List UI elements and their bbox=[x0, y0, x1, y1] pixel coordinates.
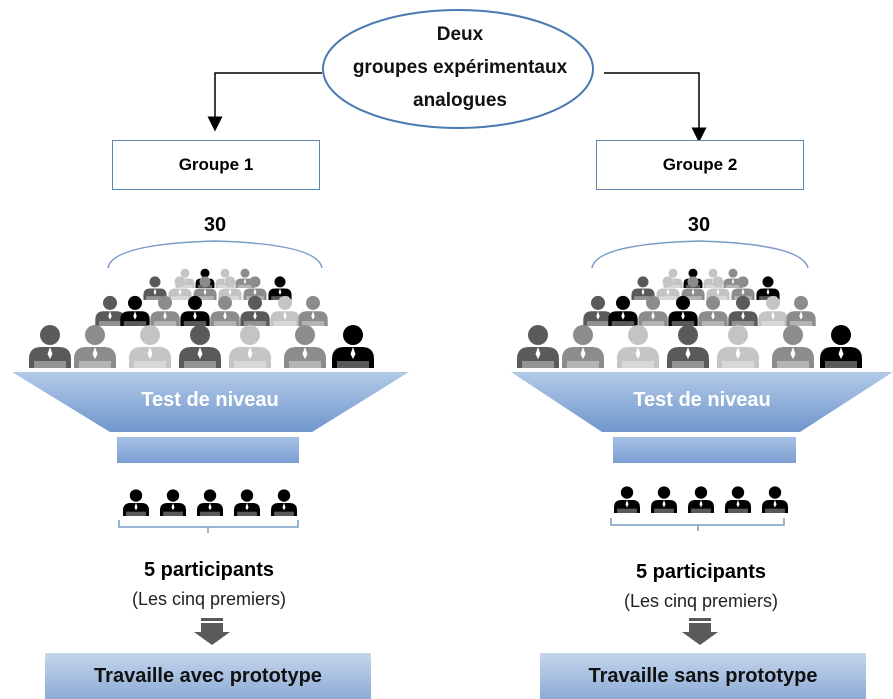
crowd-person-icon bbox=[608, 295, 638, 326]
crowd-person-icon bbox=[656, 276, 680, 300]
selected-person-icon bbox=[122, 489, 150, 516]
crowd-person-icon bbox=[74, 325, 116, 368]
group2-title: Groupe 2 bbox=[662, 155, 738, 174]
group1-participants: 5 participants bbox=[143, 559, 275, 581]
selected-person-icon bbox=[724, 486, 752, 513]
group1-funnel bbox=[12, 372, 409, 432]
crowd-person-icon bbox=[240, 295, 270, 326]
crowd-person-icon bbox=[29, 325, 71, 368]
group2-crowd bbox=[517, 268, 862, 368]
crowd-person-icon bbox=[786, 295, 816, 326]
group1-result-label: Travaille avec prototype bbox=[94, 664, 322, 687]
group1-down-arrow bbox=[194, 618, 230, 645]
center-ellipse-text: Deux groupes expérimentaux analogues bbox=[322, 18, 598, 117]
right-connector bbox=[604, 72, 707, 143]
crowd-person-icon bbox=[638, 295, 668, 326]
group2-down-arrow bbox=[682, 618, 718, 645]
group1-title: Groupe 1 bbox=[178, 155, 254, 174]
crowd-person-icon bbox=[229, 325, 271, 368]
crowd-person-icon bbox=[728, 295, 758, 326]
crowd-person-icon bbox=[180, 295, 210, 326]
crowd-person-icon bbox=[298, 295, 328, 326]
crowd-person-icon bbox=[143, 276, 167, 300]
crowd-person-icon bbox=[772, 325, 814, 368]
group2-brace bbox=[591, 240, 809, 269]
crowd-person-icon bbox=[332, 325, 374, 368]
group2-funnel bbox=[511, 372, 893, 432]
crowd-person-icon bbox=[268, 276, 292, 300]
crowd-person-icon bbox=[667, 325, 709, 368]
group1-participants-note: (Les cinq premiers) bbox=[131, 589, 287, 609]
crowd-person-icon bbox=[631, 276, 655, 300]
center-ellipse bbox=[322, 9, 594, 129]
group2-box: Groupe 2 bbox=[596, 140, 804, 190]
crowd-person-icon bbox=[583, 295, 613, 326]
group1-small-brace bbox=[118, 520, 299, 533]
crowd-person-icon bbox=[562, 325, 604, 368]
selected-person-icon bbox=[761, 486, 789, 513]
selected-person-icon bbox=[233, 489, 261, 516]
crowd-person-icon bbox=[284, 325, 326, 368]
crowd-person-icon bbox=[150, 295, 180, 326]
group1-brace bbox=[107, 240, 323, 269]
group2-selected bbox=[613, 486, 789, 513]
group2-result: Travaille sans prototype bbox=[540, 653, 866, 699]
crowd-person-icon bbox=[698, 295, 728, 326]
selected-person-icon bbox=[650, 486, 678, 513]
crowd-person-icon bbox=[270, 295, 300, 326]
group1-box: Groupe 1 bbox=[112, 140, 320, 190]
crowd-person-icon bbox=[668, 295, 698, 326]
crowd-person-icon bbox=[168, 276, 192, 300]
center-line-2: groupes expérimentaux bbox=[352, 57, 568, 78]
center-line-3: analogues bbox=[413, 90, 507, 111]
group2-participants-note: (Les cinq premiers) bbox=[623, 591, 779, 611]
group1-crowd bbox=[29, 268, 374, 368]
group2-count: 30 bbox=[687, 214, 711, 236]
crowd-person-icon bbox=[129, 325, 171, 368]
crowd-person-icon bbox=[617, 325, 659, 368]
left-connector bbox=[207, 72, 322, 132]
crowd-person-icon bbox=[517, 325, 559, 368]
group1-count: 30 bbox=[203, 214, 227, 236]
group2-participants: 5 participants bbox=[635, 561, 767, 583]
crowd-person-icon bbox=[95, 295, 125, 326]
crowd-person-icon bbox=[717, 325, 759, 368]
center-line-1: Deux bbox=[436, 24, 484, 45]
selected-person-icon bbox=[687, 486, 715, 513]
selected-person-icon bbox=[613, 486, 641, 513]
group1-funnel-label: Test de niveau bbox=[141, 389, 279, 411]
crowd-person-icon bbox=[210, 295, 240, 326]
group1-result: Travaille avec prototype bbox=[45, 653, 371, 699]
selected-person-icon bbox=[196, 489, 224, 516]
group2-result-label: Travaille sans prototype bbox=[588, 664, 818, 687]
group2-funnel-label: Test de niveau bbox=[633, 389, 771, 411]
group1-filter-bar bbox=[117, 437, 299, 463]
selected-person-icon bbox=[270, 489, 298, 516]
group1-selected bbox=[122, 489, 298, 516]
crowd-person-icon bbox=[681, 276, 705, 300]
crowd-person-icon bbox=[756, 276, 780, 300]
crowd-person-icon bbox=[820, 325, 862, 368]
group2-filter-bar bbox=[613, 437, 796, 463]
crowd-person-icon bbox=[179, 325, 221, 368]
crowd-person-icon bbox=[120, 295, 150, 326]
crowd-person-icon bbox=[193, 276, 217, 300]
crowd-person-icon bbox=[243, 276, 267, 300]
selected-person-icon bbox=[159, 489, 187, 516]
group2-small-brace bbox=[610, 518, 785, 531]
crowd-person-icon bbox=[758, 295, 788, 326]
